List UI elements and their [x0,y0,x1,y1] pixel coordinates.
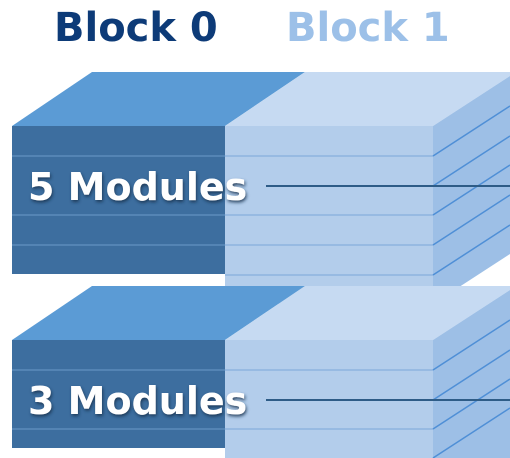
upper-block-1-module-dividers [225,155,433,276]
block-1-title: Block 1 [286,5,450,51]
lower-stack: 3 Modules [12,286,510,458]
upper-block-1-side-dividers [432,105,510,276]
upper-block-0-front [12,126,225,274]
lower-block-1-side-dividers [432,319,510,458]
lower-block-1-module-dividers [225,369,433,430]
lower-block-1-top [225,286,510,340]
upper-stack-label: 5 Modules [28,165,247,209]
upper-block-0-module-dividers [12,155,225,246]
upper-stack: 5 Modules [12,72,510,304]
upper-block-1-top [225,72,510,126]
lower-block-0-module-dividers [12,369,225,430]
lower-block-0-front [12,340,225,448]
lower-block-0-top [12,286,305,340]
lower-stack-label: 3 Modules [28,379,247,423]
upper-block-0-top [12,72,305,126]
block-0-title: Block 0 [54,5,218,51]
